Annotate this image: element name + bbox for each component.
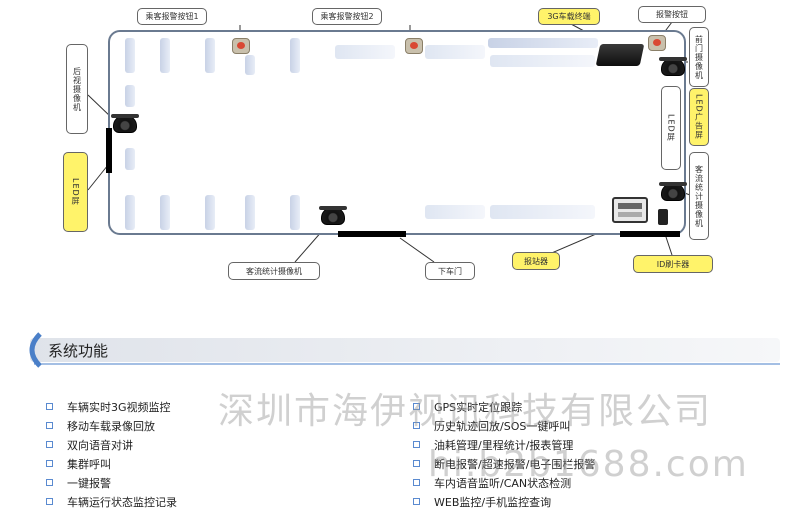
seat [160,38,170,73]
seat [245,55,255,75]
seat [335,45,395,59]
feature-label: 断电报警/超速报警/电子围栏报警 [434,457,596,471]
front-door-camera-icon [659,57,687,76]
feature-item: 断电报警/超速报警/电子围栏报警 [413,454,753,473]
checkbox-icon [413,460,420,467]
feature-label: GPS实时定位跟踪 [434,400,523,414]
feature-label: 车内语音监听/CAN状态检测 [434,476,572,490]
seat [125,38,135,73]
watermark-url: hi.b2b1688.com [428,444,749,485]
id-card-reader-label: ID刷卡器 [633,255,713,273]
front-door-bar [620,231,680,237]
passenger-alarm-2-label: 乘客报警按钮2 [312,8,382,25]
feature-label: WEB监控/手机监控查询 [434,495,552,509]
checkbox-icon [413,422,420,429]
exit-door-bar [338,231,406,237]
led-ad-screen-label: LED广告屏 [689,88,709,146]
features-left: 车辆实时3G视频监控 移动车载录像回放 双向语音对讲 集群呼叫 一键报警 车辆运… [46,397,376,511]
section-swoosh [29,332,780,368]
checkbox-icon [46,498,53,505]
feature-item: 双向语音对讲 [46,435,376,454]
checkbox-icon [413,403,420,410]
feature-label: 双向语音对讲 [67,438,133,452]
seat [245,195,255,230]
checkbox-icon [413,498,420,505]
alarm-button-icon [232,38,250,54]
feature-item: 车辆运行状态监控记录 [46,492,376,511]
feature-label: 油耗管理/里程统计/报表管理 [434,438,574,452]
feature-item: 移动车载录像回放 [46,416,376,435]
checkbox-icon [46,403,53,410]
feature-item: GPS实时定位跟踪 [413,397,753,416]
passenger-flow-camera-bottom-label: 客流统计摄像机 [228,262,320,280]
feature-item: 一键报警 [46,473,376,492]
passenger-alarm-1-label: 乘客报警按钮1 [137,8,207,25]
passenger-flow-camera-bottom-icon [319,206,347,225]
feature-label: 历史轨迹回放/SOS一键呼叫 [434,419,571,433]
seat [490,55,595,67]
seat [490,205,595,219]
feature-label: 一键报警 [67,476,111,490]
seat [425,205,485,219]
led-screen-inner-label: LED屏 [661,86,681,170]
feature-label: 车辆运行状态监控记录 [67,495,177,509]
checkbox-icon [46,479,53,486]
seat [125,148,135,170]
passenger-flow-camera-right-icon [659,182,687,201]
seat [488,38,598,48]
station-reporter-label: 报站器 [512,252,560,270]
station-reporter-icon [612,197,648,223]
terminal-icon [595,44,645,66]
feature-label: 移动车载录像回放 [67,419,155,433]
checkbox-icon [46,460,53,467]
vehicle-terminal-label: 3G车载终端 [538,8,600,25]
features-right: GPS实时定位跟踪 历史轨迹回放/SOS一键呼叫 油耗管理/里程统计/报表管理 … [413,397,753,511]
seat [425,45,485,59]
feature-item: 油耗管理/里程统计/报表管理 [413,435,753,454]
alarm-button-icon [648,35,666,51]
checkbox-icon [46,441,53,448]
alarm-button-icon [405,38,423,54]
feature-label: 车辆实时3G视频监控 [67,400,171,414]
exit-door-label: 下车门 [425,262,475,280]
feature-item: WEB监控/手机监控查询 [413,492,753,511]
seat [290,195,300,230]
rear-camera-label: 后视摄像机 [66,44,88,134]
bus-diagram: 乘客报警按钮1 乘客报警按钮2 3G车载终端 报警按钮 前门摄像机 后视摄像机 … [63,6,713,280]
section-title: 系统功能 [48,342,109,360]
seat [290,38,300,73]
alarm-button-label: 报警按钮 [638,6,706,23]
card-reader-icon [658,209,668,225]
feature-label: 集群呼叫 [67,457,111,471]
watermark-company: 深圳市海伊视讯科技有限公司 [218,391,713,432]
checkbox-icon [46,422,53,429]
front-door-camera-label: 前门摄像机 [689,27,709,87]
feature-item: 车辆实时3G视频监控 [46,397,376,416]
seat [160,195,170,230]
checkbox-icon [413,479,420,486]
feature-item: 车内语音监听/CAN状态检测 [413,473,753,492]
seat [205,38,215,73]
feature-item: 集群呼叫 [46,454,376,473]
checkbox-icon [413,441,420,448]
passenger-flow-camera-right-label: 客流统计摄像机 [689,152,709,240]
seat [125,195,135,230]
rear-door-bar [106,128,112,173]
led-screen-left-label: LED屏 [63,152,88,232]
feature-item: 历史轨迹回放/SOS一键呼叫 [413,416,753,435]
rear-camera-icon [111,114,139,133]
seat [205,195,215,230]
section-header: 系统功能 [20,332,780,368]
seat [125,85,135,107]
